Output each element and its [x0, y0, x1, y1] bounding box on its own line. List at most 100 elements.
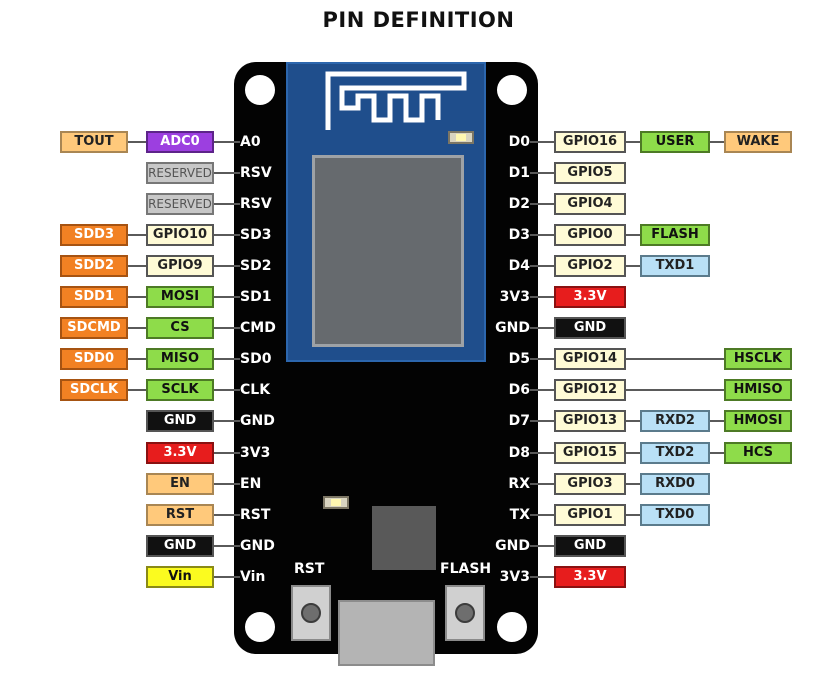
- connector-line: [530, 327, 554, 329]
- pin-function-rst: RST: [146, 504, 214, 526]
- pin-label-d1: D1: [508, 165, 530, 181]
- pin-function-cs: CS: [146, 317, 214, 339]
- mounting-hole-top-left: [245, 75, 275, 105]
- connector-line: [214, 576, 240, 578]
- pin-label-gnd: GND: [495, 320, 530, 336]
- connector-line: [626, 234, 640, 236]
- pin-label-en: EN: [240, 476, 262, 492]
- connector-line: [128, 265, 146, 267]
- connector-line: [626, 483, 640, 485]
- pin-function-3-3v: 3.3V: [554, 566, 626, 588]
- pin-function-hmosi: HMOSI: [724, 410, 792, 432]
- pin-function-gpio10: GPIO10: [146, 224, 214, 246]
- pin-function-3-3v: 3.3V: [146, 442, 214, 464]
- pin-function-sdclk: SDCLK: [60, 379, 128, 401]
- pin-function-hsclk: HSCLK: [724, 348, 792, 370]
- pin-function-gpio0: GPIO0: [554, 224, 626, 246]
- connector-line: [530, 265, 554, 267]
- rf-shield: [312, 155, 464, 347]
- pin-function-user: USER: [640, 131, 710, 153]
- connector-line: [530, 452, 554, 454]
- pin-function-sdcmd: SDCMD: [60, 317, 128, 339]
- usb-serial-chip: [372, 506, 436, 570]
- connector-line: [530, 234, 554, 236]
- connector-line: [626, 265, 640, 267]
- pin-label-d6: D6: [508, 382, 530, 398]
- pin-label-3v3: 3V3: [499, 289, 530, 305]
- connector-line: [530, 358, 554, 360]
- pin-label-rx: RX: [508, 476, 530, 492]
- pin-function-rxd0: RXD0: [640, 473, 710, 495]
- pin-function-sdd2: SDD2: [60, 255, 128, 277]
- pin-function-miso: MISO: [146, 348, 214, 370]
- connector-line: [530, 420, 554, 422]
- pin-function-txd0: TXD0: [640, 504, 710, 526]
- pin-function-gpio4: GPIO4: [554, 193, 626, 215]
- mounting-hole-bottom-right: [497, 612, 527, 642]
- pin-function-gpio2: GPIO2: [554, 255, 626, 277]
- connector-line: [530, 545, 554, 547]
- connector-line: [214, 514, 240, 516]
- pin-label-gnd: GND: [240, 538, 275, 554]
- pin-function-en: EN: [146, 473, 214, 495]
- pin-function-mosi: MOSI: [146, 286, 214, 308]
- mounting-hole-top-right: [497, 75, 527, 105]
- pin-function-gpio3: GPIO3: [554, 473, 626, 495]
- rst-button[interactable]: [291, 585, 331, 641]
- pin-function-gpio16: GPIO16: [554, 131, 626, 153]
- pin-function-vin: Vin: [146, 566, 214, 588]
- pin-function-gnd: GND: [146, 535, 214, 557]
- pin-function-txd1: TXD1: [640, 255, 710, 277]
- connector-line: [530, 141, 554, 143]
- pin-function-gpio9: GPIO9: [146, 255, 214, 277]
- pin-function-gpio12: GPIO12: [554, 379, 626, 401]
- pin-function-sdd1: SDD1: [60, 286, 128, 308]
- board-led-icon: [323, 496, 349, 509]
- connector-line: [530, 203, 554, 205]
- connector-line: [128, 141, 146, 143]
- pin-label-clk: CLK: [240, 382, 271, 398]
- pin-label-d3: D3: [508, 227, 530, 243]
- connector-line: [214, 296, 240, 298]
- pin-label-rsv: RSV: [240, 196, 272, 212]
- connector-line: [626, 358, 724, 360]
- pin-label-3v3: 3V3: [499, 569, 530, 585]
- pin-label-d4: D4: [508, 258, 530, 274]
- pin-label-vin: Vin: [240, 569, 266, 585]
- connector-line: [214, 420, 240, 422]
- pin-function-sclk: SCLK: [146, 379, 214, 401]
- pin-label-sd1: SD1: [240, 289, 272, 305]
- pin-function-gpio5: GPIO5: [554, 162, 626, 184]
- pin-function-flash: FLASH: [640, 224, 710, 246]
- pin-function-gpio14: GPIO14: [554, 348, 626, 370]
- connector-line: [214, 203, 240, 205]
- pin-function-gnd: GND: [554, 317, 626, 339]
- pin-function-gnd: GND: [146, 410, 214, 432]
- pin-function-tout: TOUT: [60, 131, 128, 153]
- module-led-icon: [448, 131, 474, 144]
- usb-port: [338, 600, 435, 666]
- pin-label-3v3: 3V3: [240, 445, 271, 461]
- pin-function-gpio13: GPIO13: [554, 410, 626, 432]
- connector-line: [530, 514, 554, 516]
- connector-line: [214, 327, 240, 329]
- connector-line: [626, 389, 724, 391]
- pin-function-txd2: TXD2: [640, 442, 710, 464]
- flash-button-label: FLASH: [440, 561, 492, 577]
- pin-label-rsv: RSV: [240, 165, 272, 181]
- pin-function-reserved: RESERVED: [146, 193, 214, 215]
- pin-function-reserved: RESERVED: [146, 162, 214, 184]
- pin-label-sd3: SD3: [240, 227, 272, 243]
- connector-line: [128, 296, 146, 298]
- pin-function-3-3v: 3.3V: [554, 286, 626, 308]
- flash-button[interactable]: [445, 585, 485, 641]
- connector-line: [214, 358, 240, 360]
- pin-label-d5: D5: [508, 351, 530, 367]
- pin-label-d7: D7: [508, 413, 530, 429]
- pin-label-sd0: SD0: [240, 351, 272, 367]
- pin-function-sdd3: SDD3: [60, 224, 128, 246]
- pin-function-hmiso: HMISO: [724, 379, 792, 401]
- connector-line: [214, 545, 240, 547]
- pin-label-cmd: CMD: [240, 320, 276, 336]
- pin-function-gpio15: GPIO15: [554, 442, 626, 464]
